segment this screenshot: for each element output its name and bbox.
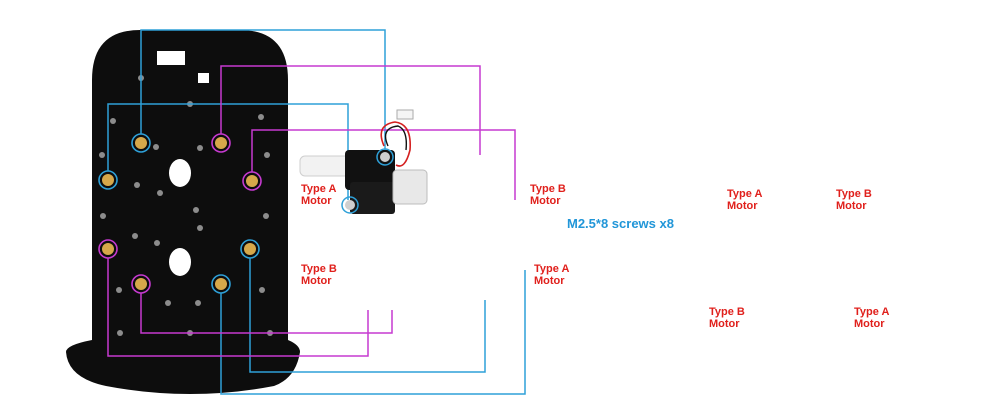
label-type: Type A xyxy=(301,183,337,195)
label-motor-word: Motor xyxy=(534,275,565,287)
label-motor-top-left: Type A Motor xyxy=(301,183,336,207)
label-type: Type A xyxy=(534,263,570,275)
chassis-plate-left xyxy=(66,30,300,394)
label-motor-bottom-left: Type B Motor xyxy=(301,263,337,287)
label-motor-bottom-right: Type A Motor xyxy=(534,263,569,287)
label-motor-word: Motor xyxy=(301,275,332,287)
label-motor-word: Motor xyxy=(530,195,561,207)
label-motor-word: Motor xyxy=(727,200,758,212)
guide-lines-magenta xyxy=(107,65,516,357)
motor-type-a-top-left xyxy=(299,109,428,214)
label-type: Type B xyxy=(530,183,566,195)
screws-caption: M2.5*8 screws x8 xyxy=(567,216,674,231)
label-type: Type B xyxy=(836,188,872,200)
label-assembled-top-right: Type B Motor xyxy=(836,188,872,212)
label-type: Type B xyxy=(301,263,337,275)
label-assembled-top-left: Type A Motor xyxy=(727,188,762,212)
label-motor-word: Motor xyxy=(854,318,885,330)
label-motor-top-right: Type B Motor xyxy=(530,183,566,207)
label-assembled-bottom-right: Type A Motor xyxy=(854,306,889,330)
label-type: Type B xyxy=(709,306,745,318)
label-motor-word: Motor xyxy=(301,195,332,207)
label-motor-word: Motor xyxy=(709,318,740,330)
label-motor-word: Motor xyxy=(836,200,867,212)
label-type: Type A xyxy=(854,306,890,318)
label-type: Type A xyxy=(727,188,763,200)
label-assembled-bottom-left: Type B Motor xyxy=(709,306,745,330)
